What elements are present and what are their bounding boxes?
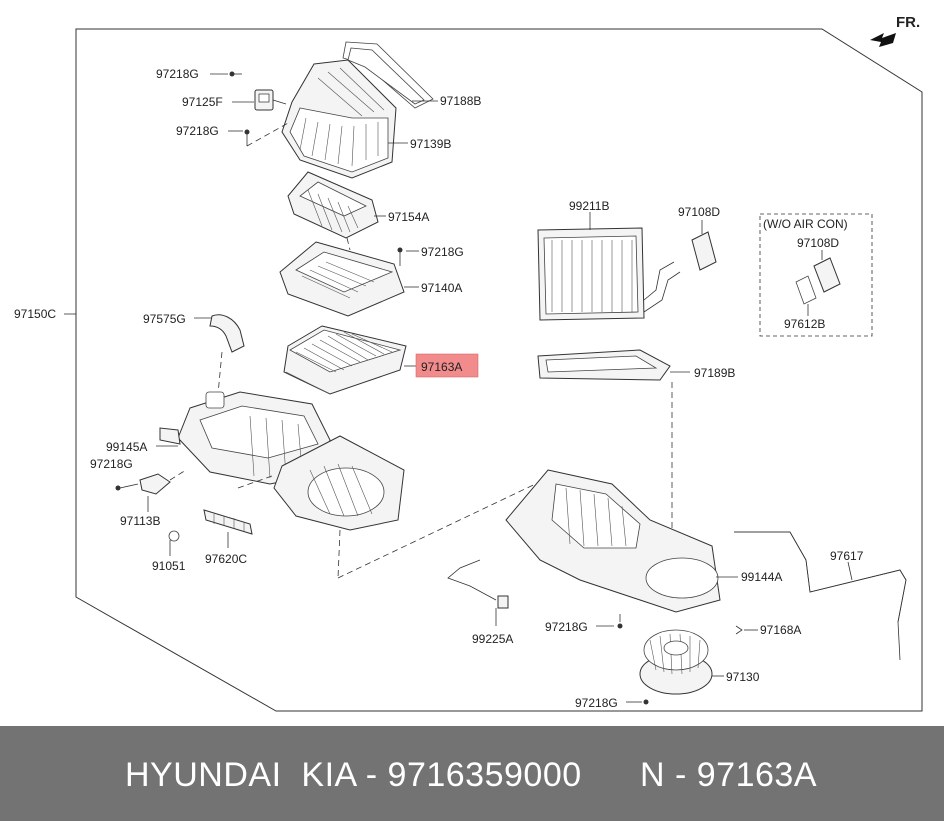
- seal-97108D: [691, 231, 717, 271]
- part-label-97612B: 97612B: [784, 317, 825, 331]
- part-label-97150C: 97150C: [14, 307, 56, 321]
- evaporator-case-lower: [273, 435, 405, 531]
- part-label-99144A: 99144A: [741, 570, 782, 584]
- part-label-97218G: 97218G: [176, 124, 219, 138]
- part-label-97575G: 97575G: [143, 312, 186, 326]
- clip-97168A: [735, 625, 743, 635]
- evaporator-core-99211B: [537, 227, 681, 321]
- footer-brand-partnumber: HYUNDAI KIA - 9716359000: [125, 756, 582, 794]
- part-label-97218G: 97218G: [90, 457, 133, 471]
- part-label-91051: 91051: [152, 559, 186, 573]
- duct-hose-97575G: [209, 314, 245, 353]
- part-label-97113B: 97113B: [120, 514, 160, 528]
- part-label-97125F: 97125F: [182, 95, 223, 109]
- filter-cover-97154A: [287, 171, 379, 239]
- intake-housing-97139B: [281, 59, 397, 179]
- part-label-97218G: 97218G: [156, 67, 199, 81]
- seal-strip-97620C: [203, 509, 253, 535]
- wo-aircon-label: (W/O AIR CON): [763, 217, 848, 231]
- footer-reference: N - 97163A: [640, 756, 817, 794]
- blower-motor-97130: [639, 629, 713, 695]
- screw-icon: [617, 614, 623, 629]
- part-label-99145A: 99145A: [106, 440, 147, 454]
- screw-icon: [244, 129, 250, 146]
- seal-97108D-alt: [813, 257, 841, 293]
- drain-hose-97617: [734, 531, 907, 661]
- screw-icon: [643, 699, 649, 705]
- part-label-97189B: 97189B: [694, 366, 735, 380]
- screw-icon: [229, 71, 242, 77]
- filter-housing-97140A: [279, 241, 405, 317]
- part-label-97130: 97130: [726, 670, 760, 684]
- cabin-air-filter-97163A: [283, 325, 407, 395]
- direction-label: FR.: [896, 14, 920, 31]
- part-label-97108D: 97108D: [678, 205, 720, 219]
- seal-97612B: [795, 275, 817, 305]
- screw-icon: [397, 247, 403, 266]
- part-label-97620C: 97620C: [205, 552, 247, 566]
- resistor-97113B: [139, 469, 187, 495]
- part-label-97617: 97617: [830, 549, 864, 563]
- duct-97189B: [537, 349, 671, 381]
- part-label-97140A: 97140A: [421, 281, 462, 295]
- footer-bar: HYUNDAI KIA - 9716359000 N - 97163A: [0, 726, 944, 821]
- part-label-99225A: 99225A: [472, 632, 513, 646]
- part-label-97218G: 97218G: [575, 696, 618, 710]
- clip-91051: [168, 530, 180, 542]
- intake-gasket-97188B: [342, 41, 434, 109]
- part-label-97108D: 97108D: [797, 236, 839, 250]
- part-label-97168A: 97168A: [760, 623, 801, 637]
- front-direction-arrow-icon: [870, 33, 896, 47]
- assembly-frame: [75, 28, 923, 712]
- blower-case-99144A: [505, 469, 721, 613]
- highlight-box: [415, 353, 479, 378]
- wo-aircon-box: [759, 213, 873, 337]
- part-label-97154A: 97154A: [388, 210, 429, 224]
- wire-harness-99225A: [447, 559, 509, 609]
- parts-diagram: FR.: [14, 14, 923, 712]
- part-label-97218G: 97218G: [545, 620, 588, 634]
- part-label-99211B: 99211B: [569, 199, 609, 213]
- actuator-97125F: [254, 89, 287, 111]
- part-label-97139B: 97139B: [410, 137, 451, 151]
- part-label-97163A: 97163A: [421, 360, 462, 374]
- part-label-97218G: 97218G: [421, 245, 464, 259]
- part-label-97188B: 97188B: [440, 94, 481, 108]
- screw-icon: [115, 483, 139, 491]
